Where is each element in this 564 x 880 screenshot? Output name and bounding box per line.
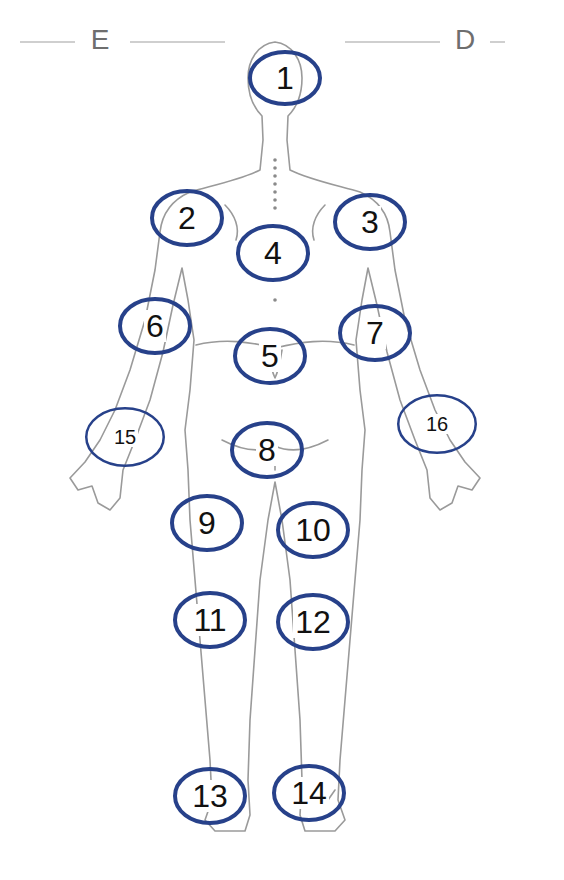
callout-circle: 3 <box>333 193 407 251</box>
callout-number: 2 <box>176 202 198 234</box>
circle-outline-shape <box>274 766 344 820</box>
callout-circle: 15 <box>85 407 165 467</box>
callout-circle: 11 <box>173 591 247 649</box>
callout-circle: 9 <box>170 494 244 552</box>
callout-circle: 8 <box>230 421 304 479</box>
circle-outline-shape <box>238 226 308 280</box>
circle-outline-shape <box>232 423 302 477</box>
circle-outline-shape <box>278 503 348 557</box>
callout-circle: 1 <box>248 50 322 106</box>
circle-outline-shape <box>335 195 405 249</box>
callout-number: 8 <box>256 434 278 466</box>
circle-outline-shape <box>398 395 476 453</box>
callout-number: 15 <box>112 427 138 447</box>
callout-circle: 12 <box>276 593 350 651</box>
circle-outline-shape <box>278 595 348 649</box>
callout-number: 9 <box>196 507 218 539</box>
callout-number: 3 <box>359 206 381 238</box>
circle-outline-shape <box>250 52 320 104</box>
callout-circle: 5 <box>233 327 307 385</box>
callout-number: 14 <box>289 777 329 809</box>
circle-outline-shape <box>175 593 245 647</box>
callout-number: 12 <box>293 606 333 638</box>
callout-number: 13 <box>190 780 230 812</box>
callout-circle: 16 <box>397 394 477 454</box>
callout-circle: 14 <box>272 764 346 822</box>
circle-outline-shape <box>152 191 222 245</box>
callout-circle: 10 <box>276 501 350 559</box>
callout-circle: 2 <box>150 189 224 247</box>
circle-outline-shape <box>340 306 410 360</box>
callout-circle: 7 <box>338 304 412 362</box>
side-letter: D <box>455 26 475 54</box>
circle-outline-shape <box>172 496 242 550</box>
circle-outline-shape <box>86 408 164 466</box>
silhouette <box>70 42 480 831</box>
callout-number: 11 <box>191 604 228 636</box>
callout-number: 5 <box>259 340 281 372</box>
callout-number: 7 <box>364 317 386 349</box>
callout-circle: 4 <box>236 224 310 282</box>
callout-number: 10 <box>293 514 333 546</box>
callout-number: 16 <box>424 414 450 434</box>
callout-circle: 13 <box>173 767 247 825</box>
callout-number: 6 <box>144 310 166 342</box>
circle-outline-shape <box>175 769 245 823</box>
callout-circle: 6 <box>118 297 192 355</box>
callout-number: 4 <box>262 237 284 269</box>
circle-outline-shape <box>235 329 305 383</box>
side-letter: E <box>91 26 110 54</box>
callout-number: 1 <box>274 62 296 94</box>
circle-outline-shape <box>120 299 190 353</box>
